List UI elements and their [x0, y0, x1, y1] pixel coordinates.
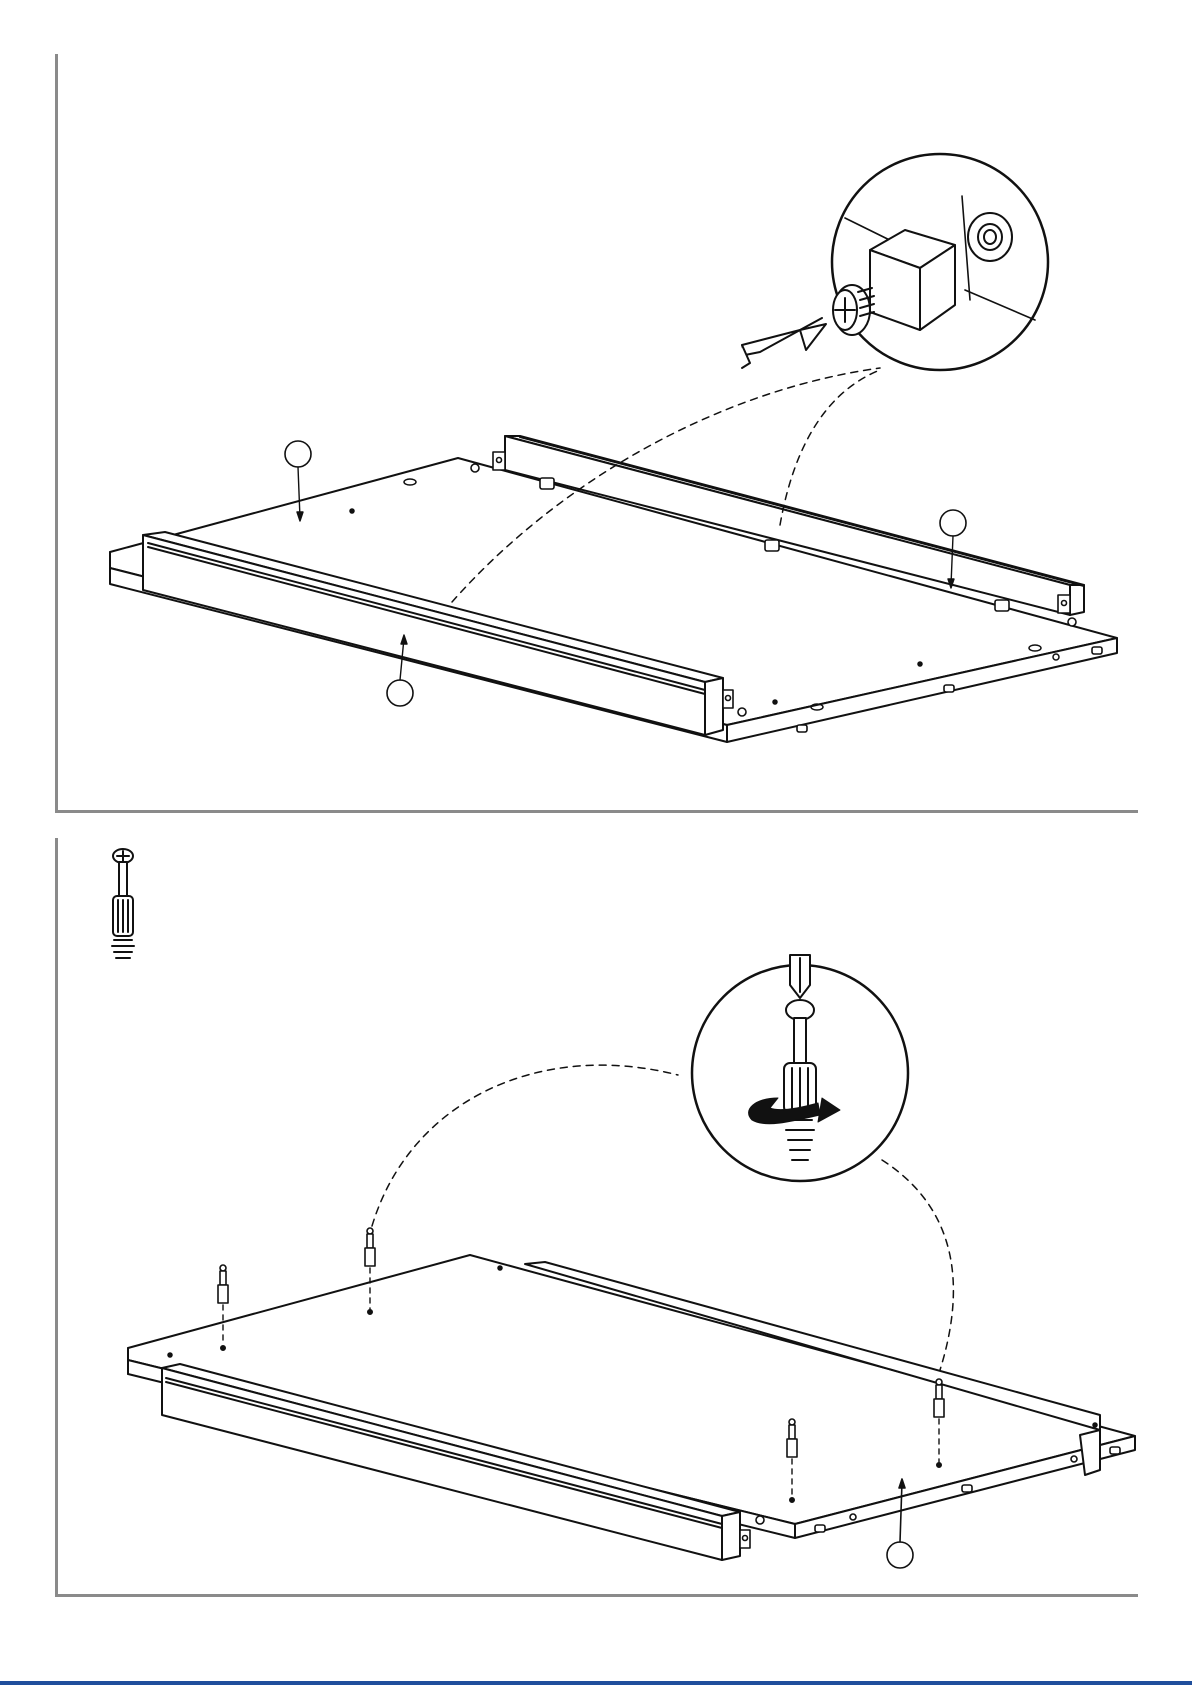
callout-circle-side-board	[887, 1542, 913, 1568]
dowel-3	[787, 1419, 797, 1457]
step-2-panel	[112, 849, 1135, 1568]
callout-circle-board	[285, 441, 311, 467]
page-bottom-rule	[0, 1681, 1192, 1685]
cam-bolt-detail	[742, 154, 1048, 370]
callout-circle-back-rail	[940, 510, 966, 536]
cam-dowel-icon	[112, 849, 134, 958]
step-1-panel	[110, 154, 1117, 742]
dowel-2	[365, 1228, 375, 1266]
dowel-4	[934, 1379, 944, 1417]
dowel-1	[218, 1265, 228, 1303]
screw-in-dowel-detail	[692, 955, 908, 1181]
callout-circle-front-rail	[387, 680, 413, 706]
